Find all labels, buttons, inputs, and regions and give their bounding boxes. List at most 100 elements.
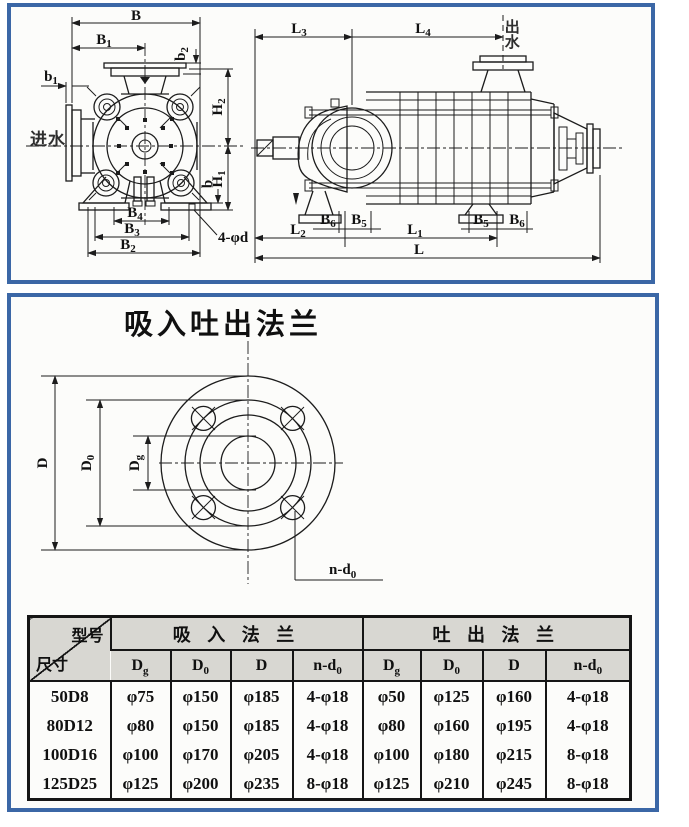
corner-model-label: 型号 <box>71 628 104 645</box>
model-cell: 125D25 <box>42 773 98 793</box>
table-cell: φ80 <box>109 711 171 740</box>
table-cell: φ185 <box>229 711 293 740</box>
dim-label-L2: L2 <box>290 222 306 240</box>
dim-label-Dg: Dg <box>127 454 145 471</box>
dim-label-B6-left: B6 <box>320 212 336 230</box>
dim-label-B6-right: B6 <box>509 212 525 230</box>
table-cell: φ210 <box>419 769 483 800</box>
table-cell: φ200 <box>169 769 231 800</box>
table-cell: 4-φ18 <box>291 711 363 740</box>
flange-spec-table-wrap: 型号 尺寸 吸 入 法 兰 吐 出 法 兰 Dg D0 D n-d0 Dg D0… <box>27 615 632 801</box>
table-cell: φ75 <box>109 681 171 711</box>
table-cell: φ125 <box>109 769 171 800</box>
discharge-nozzle <box>472 55 534 93</box>
col-header: D <box>481 650 546 682</box>
dim-label-b2: b2 <box>173 47 191 61</box>
table-cell: φ195 <box>481 711 546 740</box>
front-suction-flange <box>65 104 95 182</box>
table-cell: φ50 <box>361 681 421 711</box>
dim-label-L3: L3 <box>291 21 307 39</box>
dim-label-B: B <box>131 8 141 24</box>
model-cell: 80D12 <box>46 715 93 735</box>
dim-label-b: b <box>200 180 216 188</box>
model-cell: 100D16 <box>42 744 98 764</box>
table-row: 100D16 φ100 φ170 φ205 4-φ18 φ100 φ180 φ2… <box>29 740 631 769</box>
table-cell: φ235 <box>229 769 293 800</box>
model-cell: 50D8 <box>50 686 89 706</box>
flange-face-view <box>159 341 343 584</box>
inlet-water-label: 进水 <box>30 130 66 149</box>
col-header: D <box>229 650 293 682</box>
bearing-housing <box>297 98 348 193</box>
flange-spec-panel: 吸入吐出法兰 <box>7 293 659 812</box>
pump-dimension-drawing-panel: B B1 b1 b2 H2 H1 b <box>7 3 655 284</box>
corner-size-label: 尺寸 <box>36 657 69 674</box>
casing-corner-bolts <box>86 86 201 201</box>
table-cell: φ160 <box>481 681 546 711</box>
bolt-hole-icon <box>190 494 217 521</box>
dim-label-H1: H1 <box>210 170 228 187</box>
bolt-hole-icon <box>190 405 217 432</box>
table-cell: φ180 <box>419 740 483 769</box>
dim-label-L: L <box>414 242 424 258</box>
table-cell: φ125 <box>361 769 421 800</box>
table-cell: φ170 <box>169 740 231 769</box>
pump-outline-drawing: B B1 b1 b2 H2 H1 b <box>26 8 623 263</box>
dim-label-B1: B1 <box>96 32 112 50</box>
dim-label-B2: B2 <box>120 237 136 255</box>
bolt-hole-icon <box>279 405 306 432</box>
table-cell: 4-φ18 <box>291 740 363 769</box>
table-cell: φ100 <box>361 740 421 769</box>
dim-label-n-d0: n-d0 <box>329 562 357 581</box>
table-row: 80D12 φ80 φ150 φ185 4-φ18 φ80 φ160 φ195 … <box>29 711 631 740</box>
dim-label-B3: B3 <box>124 221 140 239</box>
table-cell: 4-φ18 <box>544 681 631 711</box>
dim-label-B5-left: B5 <box>351 212 367 230</box>
table-cell: φ245 <box>481 769 546 800</box>
dim-label-D0: D0 <box>79 454 97 471</box>
dim-label-D: D <box>35 457 51 468</box>
flange-drawing: D D0 Dg n-d0 <box>35 341 383 584</box>
dim-label-B5-right: B5 <box>473 212 489 230</box>
dim-label-B4: B4 <box>127 205 143 223</box>
table-cell: 8-φ18 <box>544 769 631 800</box>
table-row: 125D25 φ125 φ200 φ235 8-φ18 φ125 φ210 φ2… <box>29 769 631 800</box>
side-view-dimensions: L3 L4 B6 B5 B5 B6 L2 L1 <box>254 21 601 263</box>
table-row: 50D8 φ75 φ150 φ185 4-φ18 φ50 φ125 φ160 4… <box>29 681 631 711</box>
table-cell: φ150 <box>169 681 231 711</box>
col-header: n-d0 <box>544 650 631 682</box>
stage-casing <box>304 91 559 205</box>
table-cell: φ215 <box>481 740 546 769</box>
table-cell: φ125 <box>419 681 483 711</box>
front-view-dimensions: B B1 b1 b2 H2 H1 b <box>41 8 249 257</box>
table-cell: 4-φ18 <box>291 681 363 711</box>
col-header: n-d0 <box>291 650 363 682</box>
bolt-hole-icon <box>279 494 306 521</box>
col-header: D0 <box>419 650 483 682</box>
side-view-drawing: L3 L4 B6 B5 B5 B6 L2 L1 <box>251 15 623 263</box>
table-cell: 8-φ18 <box>544 740 631 769</box>
flange-spec-table: 型号 尺寸 吸 入 法 兰 吐 出 法 兰 Dg D0 D n-d0 Dg D0… <box>27 615 632 801</box>
dim-label-b1: b1 <box>44 69 58 87</box>
flange-dimensions: D D0 Dg n-d0 <box>35 375 383 581</box>
front-top-flange <box>103 62 187 95</box>
table-cell: φ185 <box>229 681 293 711</box>
suction-flange-group-header: 吸 入 法 兰 <box>109 616 363 651</box>
outlet-end-section <box>530 98 601 198</box>
table-cell: φ80 <box>361 711 421 740</box>
front-view-drawing: B B1 b1 b2 H2 H1 b <box>26 8 249 257</box>
col-header: Dg <box>110 650 171 682</box>
discharge-flange-group-header: 吐 出 法 兰 <box>361 616 631 651</box>
table-cell: φ205 <box>229 740 293 769</box>
col-header: D0 <box>169 650 231 682</box>
flange-section-title: 吸入吐出法兰 <box>124 309 323 341</box>
table-cell: 4-φ18 <box>544 711 631 740</box>
sub-header-row: Dg D0 D n-d0 Dg D0 D n-d0 <box>29 650 631 682</box>
table-cell: φ160 <box>419 711 483 740</box>
dim-label-L4: L4 <box>415 21 431 39</box>
side-view-feet <box>293 190 504 224</box>
corner-header-cell: 型号 尺寸 <box>28 616 111 682</box>
table-cell: φ150 <box>169 711 231 740</box>
table-cell: 8-φ18 <box>291 769 363 800</box>
